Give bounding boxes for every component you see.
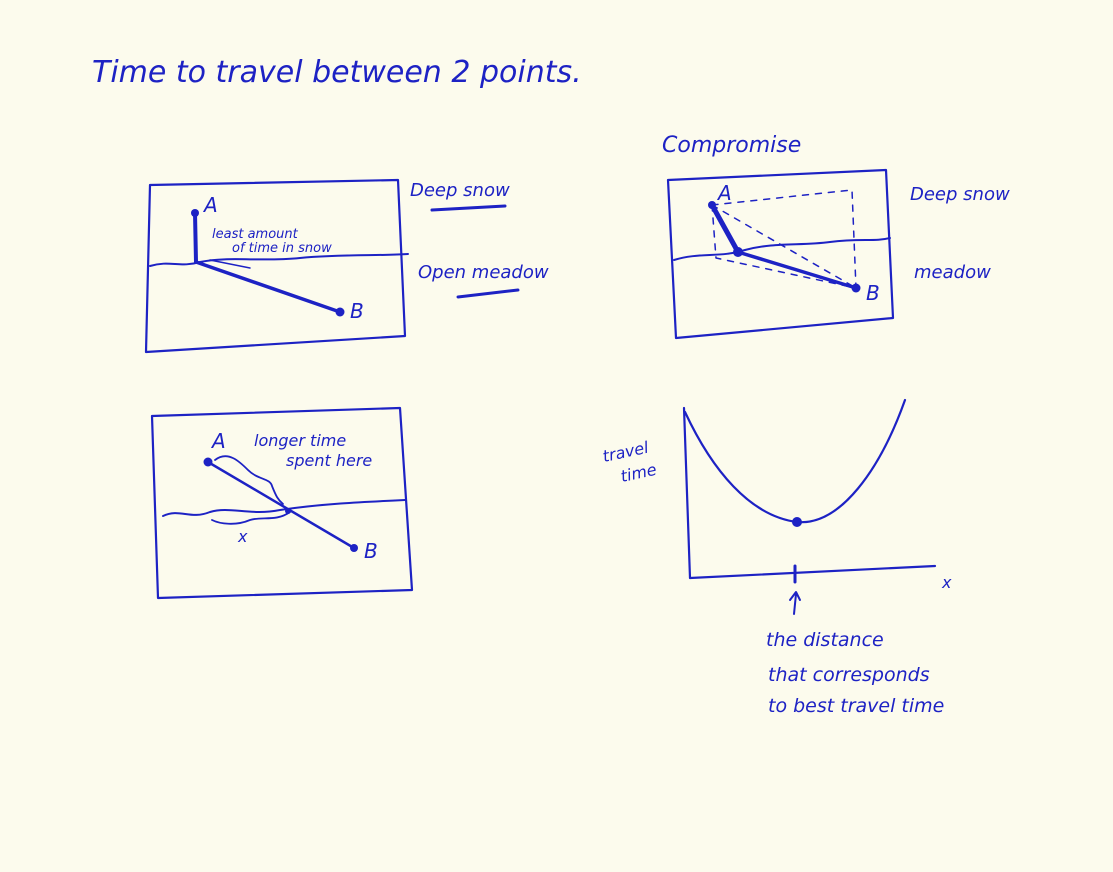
- panel-least-snow: A B least amount of time in snow Deep sn…: [144, 178, 549, 354]
- legend-deep-snow: Deep snow: [910, 184, 1010, 205]
- point-a-marker: [203, 457, 213, 467]
- snow-boundary: [673, 237, 891, 261]
- travel-time-curve: [683, 398, 907, 524]
- page-title: Time to travel between 2 points.: [92, 55, 582, 90]
- y-axis-label-line-2: time: [619, 460, 658, 486]
- panel-compromise: Compromise A B Deep snow meadow: [662, 133, 1010, 340]
- note-line-1: longer time: [254, 431, 346, 450]
- panel-frame: [150, 406, 414, 600]
- legend-underline-meadow: [456, 288, 520, 299]
- note-line-2: of time in snow: [232, 241, 332, 256]
- dashed-straight-path: [711, 204, 857, 289]
- point-a-label: A: [210, 429, 226, 453]
- legend-deep-snow: Deep snow: [410, 180, 510, 201]
- legend-meadow: meadow: [914, 262, 991, 283]
- x-axis-label: x: [941, 573, 952, 592]
- panel-frame: [666, 168, 895, 340]
- point-b-marker: [350, 544, 358, 552]
- crossing-point: [285, 508, 291, 514]
- caption-line-2: that corresponds: [768, 664, 930, 686]
- snow-boundary: [149, 253, 409, 267]
- caption-line-1: the distance: [766, 629, 884, 651]
- note-line-2: spent here: [286, 451, 372, 470]
- point-a-marker: [191, 209, 199, 217]
- straight-path: [206, 460, 356, 550]
- path-segment-meadow: [736, 250, 858, 290]
- caption-line-3: to best travel time: [768, 695, 944, 717]
- point-a-marker: [708, 201, 716, 209]
- point-b-label: B: [350, 299, 364, 323]
- point-b-label: B: [364, 539, 378, 563]
- point-a-label: A: [202, 193, 218, 217]
- arrow-up: [789, 591, 801, 615]
- point-a-label: A: [716, 181, 732, 205]
- snow-boundary: [162, 499, 406, 517]
- distance-x-label: x: [237, 527, 248, 546]
- legend-open-meadow: Open meadow: [418, 262, 549, 283]
- path-segment-meadow: [194, 260, 342, 314]
- path-segment-snow: [193, 211, 198, 264]
- minimum-point: [792, 517, 802, 527]
- crossing-point: [733, 247, 743, 257]
- brace-distance-x: [211, 511, 291, 525]
- dashed-vertical-path: [711, 204, 857, 289]
- point-b-marker: [851, 283, 861, 293]
- brace-snow-segment: [214, 455, 284, 505]
- note-pointer: [209, 259, 251, 269]
- x-axis: [688, 564, 937, 580]
- point-b-label: B: [866, 281, 880, 305]
- path-segment-snow: [709, 202, 741, 255]
- y-axis: [682, 406, 692, 580]
- panel-longer-snow: A B longer time spent here x: [150, 406, 414, 600]
- point-b-marker: [335, 307, 345, 317]
- compromise-heading: Compromise: [662, 133, 801, 158]
- travel-time-graph: travel time x the distance that correspo…: [601, 398, 952, 717]
- legend-underline-snow: [430, 204, 507, 212]
- panel-frame: [144, 178, 407, 354]
- note-line-1: least amount: [212, 227, 299, 242]
